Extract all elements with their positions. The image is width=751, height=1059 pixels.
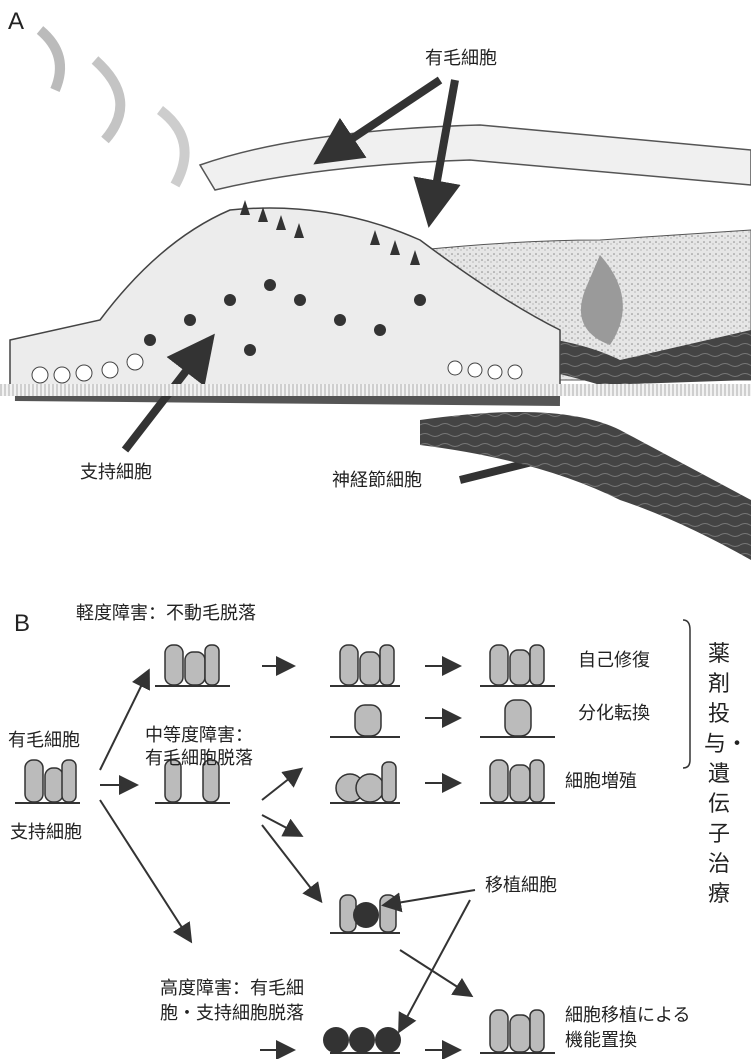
panel-divider — [0, 384, 751, 396]
panel-b-illustration — [15, 620, 690, 1053]
transdifferentiation-label: 分化転換 — [578, 703, 650, 726]
therapy-bracket — [683, 620, 690, 768]
severe-damage-label-2: 胞・支持細胞脱落 — [160, 1003, 304, 1026]
therapy-vertical-label: 薬剤投与・遺伝子治療 — [704, 640, 734, 910]
moderate-damage-label-2: 有毛細胞脱落 — [145, 748, 253, 771]
sound-wave — [95, 60, 120, 140]
self-repair-label: 自己修復 — [578, 650, 650, 673]
functional-replacement-label-1: 細胞移植による — [565, 1005, 690, 1028]
mild-damage-label: 軽度障害：不動毛脱落 — [76, 603, 256, 626]
ganglion-cell-label: 神経節細胞 — [332, 470, 422, 493]
ganglion-mass — [420, 412, 751, 560]
hair-cell-label: 有毛細胞 — [425, 48, 497, 71]
proliferation-label: 細胞増殖 — [565, 771, 637, 794]
supporting-cell-label-b: 支持細胞 — [10, 822, 82, 845]
panel-b-letter: B — [14, 610, 30, 638]
sound-wave — [160, 110, 185, 185]
sound-wave — [40, 30, 60, 90]
supporting-cell-label: 支持細胞 — [80, 462, 152, 485]
tectorial-membrane — [200, 125, 751, 190]
moderate-damage-label-1: 中等度障害： — [145, 725, 253, 748]
severe-damage-label-1: 高度障害：有毛細 — [160, 978, 304, 1001]
transplant-cells-label: 移植細胞 — [485, 875, 557, 898]
panel-a-letter: A — [8, 8, 24, 36]
functional-replacement-label-2: 機能置換 — [565, 1030, 637, 1053]
organ-of-corti — [10, 208, 560, 385]
hair-cell-label-b: 有毛細胞 — [8, 730, 80, 753]
